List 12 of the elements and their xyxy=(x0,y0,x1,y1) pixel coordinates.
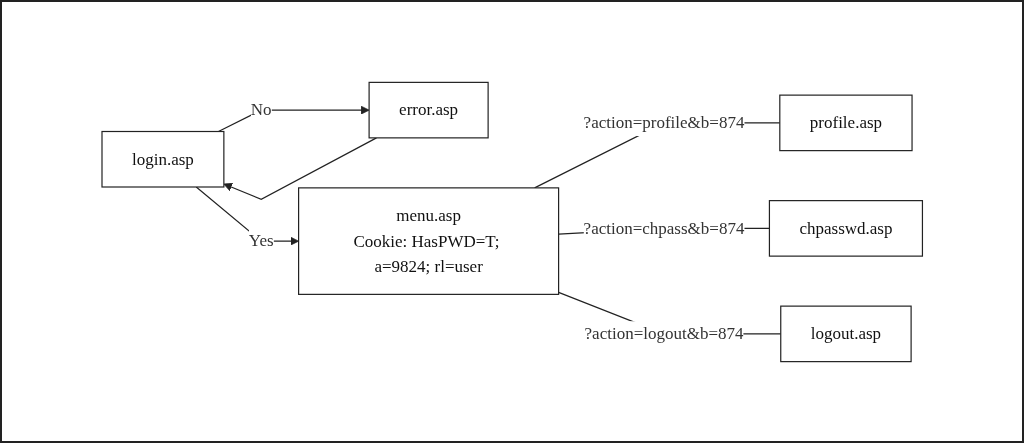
node-box: profile.asp xyxy=(779,94,913,151)
node-box: menu.asp Cookie: HasPWD=T; a=9824; rl=user xyxy=(297,186,559,295)
edge-label: Yes xyxy=(248,230,274,250)
edge-label: ?action=chpass&b=874 xyxy=(583,218,745,238)
node-box: logout.asp xyxy=(779,305,912,362)
node-box: error.asp xyxy=(368,81,489,138)
edge-label: ?action=profile&b=874 xyxy=(583,112,745,132)
node-box: chpasswd.asp xyxy=(768,199,923,257)
node-box: login.asp xyxy=(101,130,225,188)
edge-label: No xyxy=(250,99,272,119)
arrow xyxy=(223,136,377,200)
edge-label: ?action=logout&b=874 xyxy=(584,323,744,343)
